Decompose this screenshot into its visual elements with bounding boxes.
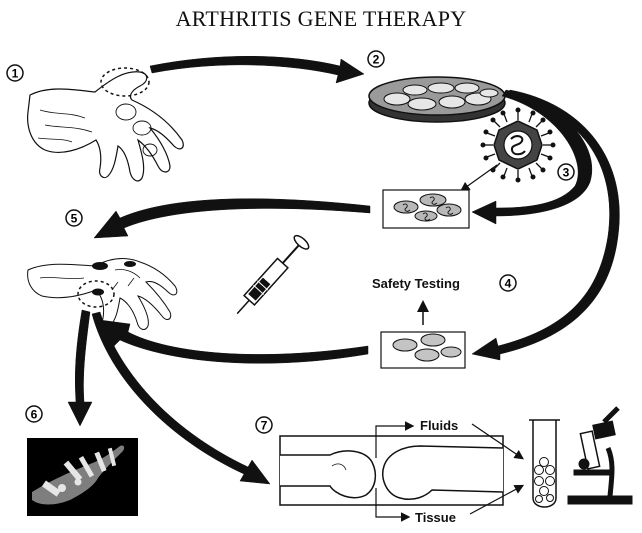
arthritic-hand-illustration <box>27 71 184 182</box>
fluids-connector <box>375 421 415 458</box>
vector-to-cells-pointer <box>460 164 498 192</box>
fluids-label: Fluids <box>420 418 458 433</box>
arrow-hand-to-dish <box>149 56 365 84</box>
petri-dish-illustration <box>368 76 506 123</box>
transduced-cells-box <box>382 189 470 229</box>
skeletal-hand-illustration <box>27 258 178 330</box>
test-tube-illustration <box>529 419 560 508</box>
step-7-number: 7 <box>261 419 268 433</box>
arrow-joint-to-xray <box>67 309 93 427</box>
diagram-title: ARTHRITIS GENE THERAPY <box>175 6 467 31</box>
xray-image <box>27 438 138 516</box>
tissue-connector <box>375 488 411 522</box>
injected-joint-circle <box>77 280 115 308</box>
step-3-badge: 3 <box>557 163 575 181</box>
tested-cells-box <box>380 331 466 369</box>
step-4-number: 4 <box>505 277 512 291</box>
arrow-dish-to-vector-cells <box>471 89 593 225</box>
tissue-label: Tissue <box>415 510 456 525</box>
step-1-badge: 1 <box>6 64 24 82</box>
step-5-number: 5 <box>71 212 78 226</box>
step-6-number: 6 <box>31 408 38 422</box>
process-flow-arrows <box>67 56 620 485</box>
arrow-joint-to-tissue-sample <box>91 311 271 485</box>
microscope-illustration <box>567 406 633 505</box>
step-5-badge: 5 <box>65 209 83 227</box>
step-7-badge: 7 <box>255 416 273 434</box>
viral-vector-illustration <box>480 107 556 183</box>
arrow-cells-to-hand <box>93 198 371 239</box>
safety-testing-label: Safety Testing <box>372 276 460 291</box>
joint-highlight-circle <box>100 67 150 97</box>
step-1-number: 1 <box>12 67 19 81</box>
step-4-badge: 4 <box>499 274 517 292</box>
step-2-number: 2 <box>373 53 380 67</box>
step-6-badge: 6 <box>25 405 43 423</box>
fluids-to-tube-arrow <box>471 423 524 460</box>
step-3-number: 3 <box>563 166 570 180</box>
syringe-illustration <box>236 234 310 315</box>
arrow-dish-to-tested-cells <box>471 89 620 361</box>
step-2-badge: 2 <box>367 50 385 68</box>
tissue-to-tube-arrow <box>469 484 525 515</box>
joint-cross-section <box>279 435 504 506</box>
